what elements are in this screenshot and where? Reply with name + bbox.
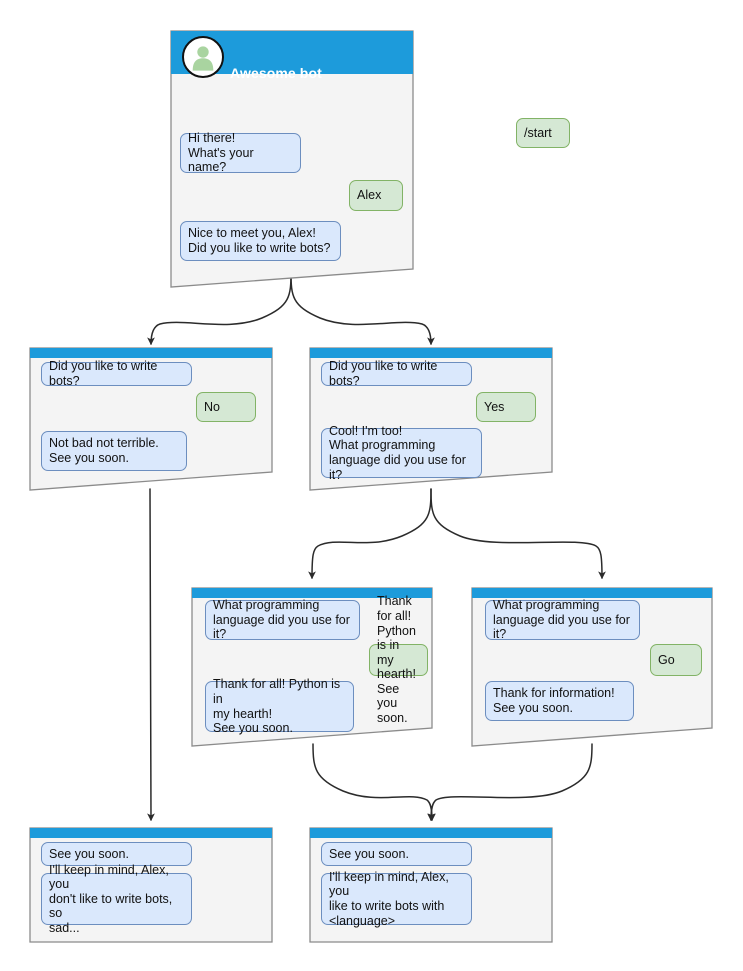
- card-language-go[interactable]: What programming language did you use fo…: [470, 586, 714, 748]
- edge-no-to-end-sad: [147, 488, 155, 822]
- message-bubble-bot: What programming language did you use fo…: [485, 598, 640, 641]
- message-bubble-bot: Nice to meet you, Alex! Did you like to …: [180, 221, 341, 261]
- message-bubble-bot: Did you like to write bots?: [321, 359, 472, 388]
- message-bubble-bot: Thank for all! Python is in my hearth! S…: [205, 677, 354, 735]
- message-bubble-bot: Not bad not terrible. See you soon.: [41, 431, 187, 471]
- card-start[interactable]: Awesome bot /start Hi there! What's your…: [168, 28, 570, 290]
- card-end-happy[interactable]: See you soon. I'll keep in mind, Alex, y…: [308, 826, 554, 944]
- card-answer-yes[interactable]: Did you like to write bots? Yes Cool! I'…: [308, 346, 554, 492]
- message-bubble-user: Yes: [476, 392, 536, 422]
- message-bubble-bot: Thank for information! See you soon.: [485, 681, 634, 721]
- edge-yes-to-go: [430, 488, 606, 580]
- message-bubble-bot: See you soon.: [321, 842, 472, 866]
- message-bubble-bot: Cool! I'm too! What programming language…: [321, 424, 482, 482]
- card-language-python[interactable]: What programming language did you use fo…: [190, 586, 434, 748]
- card-start-title: Awesome bot: [230, 65, 322, 81]
- edge-yes-to-python: [308, 488, 432, 580]
- edge-go-to-end-happy: [427, 743, 593, 822]
- edge-python-to-end-happy: [312, 743, 436, 822]
- card-end-sad[interactable]: See you soon. I'll keep in mind, Alex, y…: [28, 826, 274, 944]
- message-bubble-user: Thank for all! Python is in my hearth! S…: [369, 594, 428, 725]
- message-bubble-bot: Did you like to write bots?: [41, 359, 192, 388]
- message-bubble-user: Go: [650, 644, 702, 676]
- message-bubble-bot: Hi there! What's your name?: [180, 131, 301, 174]
- message-bubble-user: /start: [516, 118, 570, 148]
- message-bubble-bot: See you soon.: [41, 842, 192, 866]
- card-answer-no[interactable]: Did you like to write bots? No Not bad n…: [28, 346, 274, 492]
- bot-avatar: [182, 36, 224, 78]
- message-bubble-user: No: [196, 392, 256, 422]
- message-bubble-user: Alex: [349, 180, 403, 211]
- message-bubble-bot: I'll keep in mind, Alex, you like to wri…: [321, 870, 472, 928]
- message-bubble-bot: I'll keep in mind, Alex, you don't like …: [41, 863, 192, 935]
- message-bubble-bot: What programming language did you use fo…: [205, 598, 360, 641]
